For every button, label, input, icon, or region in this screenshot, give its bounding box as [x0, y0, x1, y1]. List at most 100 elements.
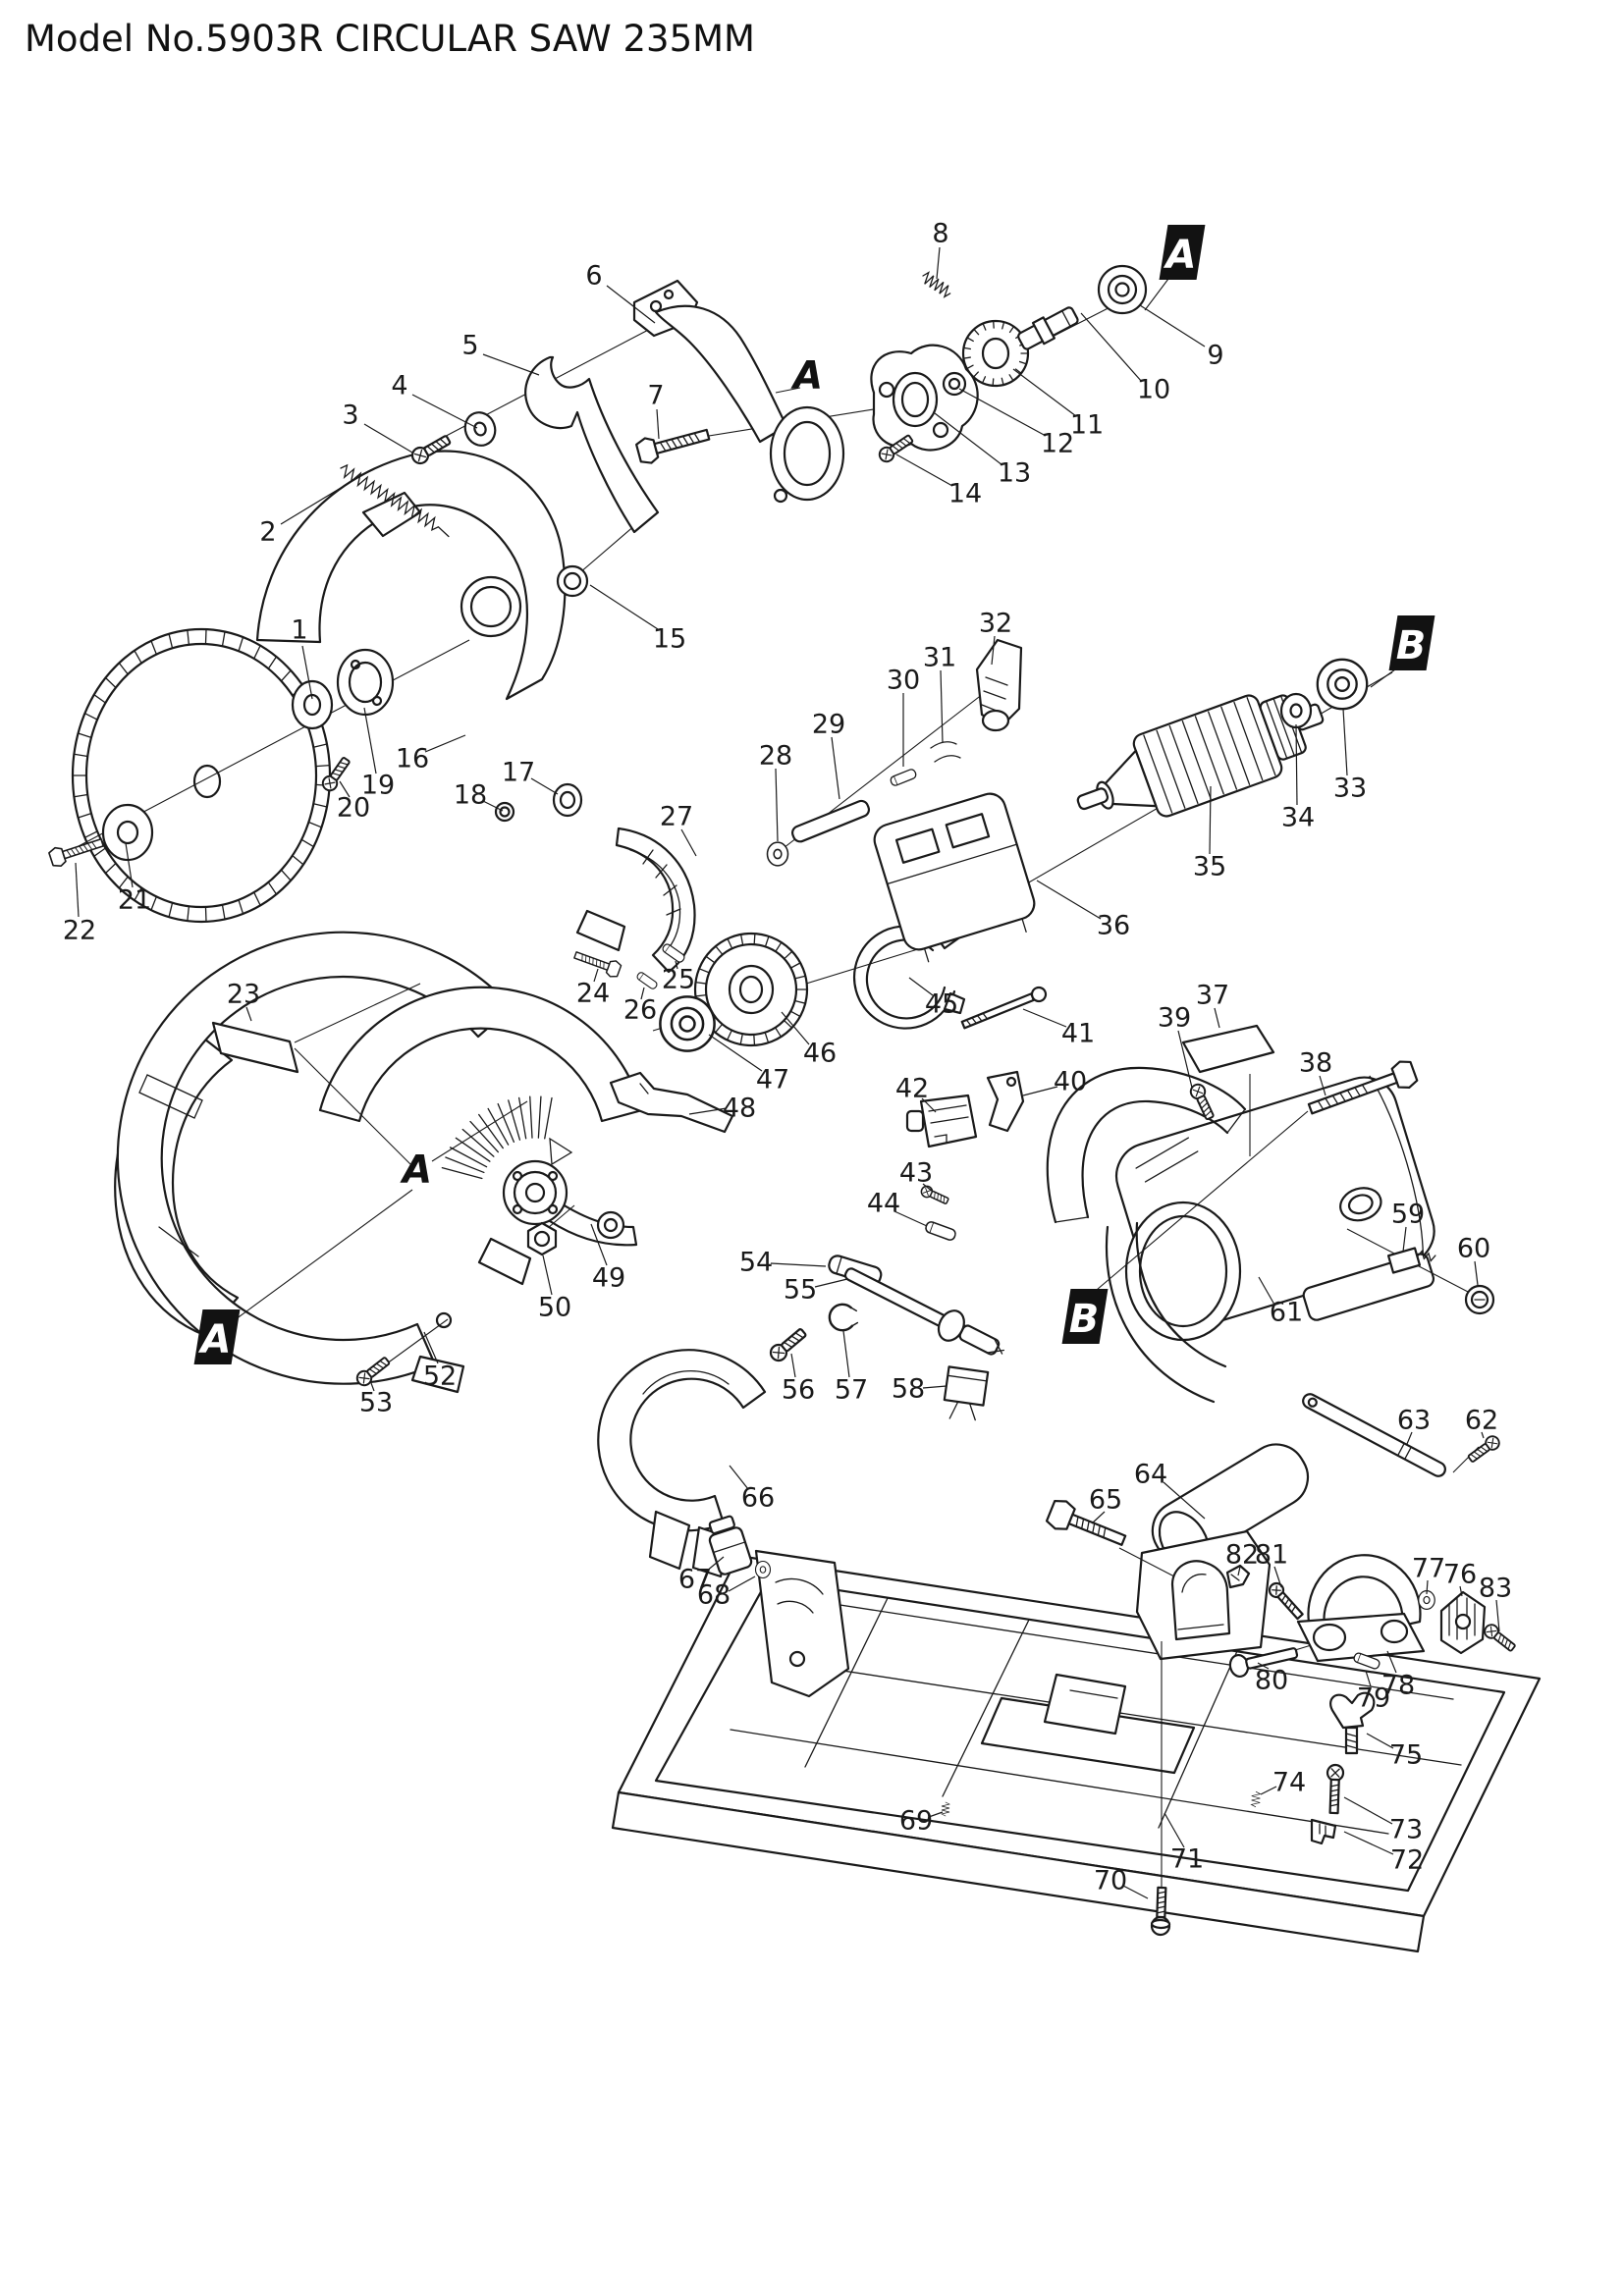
screw-81	[1268, 1581, 1304, 1621]
depth-guide-27	[575, 827, 696, 974]
part-callout-62: 62	[1465, 1406, 1498, 1436]
rod-63	[1302, 1393, 1446, 1477]
tension-spring	[340, 463, 450, 538]
part-callout-23: 23	[227, 980, 260, 1010]
part-callout-18: 18	[454, 780, 487, 811]
view-marker-box-A-0: A	[1159, 225, 1206, 280]
part-callout-25: 25	[662, 965, 695, 995]
part-callout-29: 29	[812, 710, 845, 740]
part-callout-57: 57	[835, 1375, 868, 1406]
leader-line-25	[675, 960, 678, 970]
washer-28	[766, 841, 789, 867]
leader-line-65	[1091, 1511, 1106, 1524]
clips-31	[930, 741, 961, 763]
leader-line-82	[1237, 1566, 1241, 1576]
part-callout-42: 42	[895, 1074, 929, 1104]
bearing-15	[556, 564, 589, 598]
clip-72	[1310, 1818, 1337, 1845]
part-callout-26: 26	[623, 995, 657, 1026]
part-callout-74: 74	[1272, 1768, 1306, 1798]
part-callout-37: 37	[1196, 981, 1229, 1011]
leader-line-79	[1365, 1670, 1372, 1687]
knob-67	[708, 1515, 753, 1575]
part-callout-67: 67	[678, 1565, 712, 1595]
part-callout-58: 58	[892, 1374, 925, 1405]
leader-line-37	[1214, 1007, 1220, 1029]
part-callout-27: 27	[660, 802, 693, 832]
page-title: Model No.5903R CIRCULAR SAW 235MM	[25, 18, 755, 60]
leader-line-55	[814, 1278, 848, 1288]
screw-56	[766, 1324, 810, 1365]
part-callout-10: 10	[1137, 375, 1170, 405]
rear-handle	[1135, 1443, 1310, 1661]
part-callout-72: 72	[1390, 1845, 1424, 1876]
leader-line-41	[1022, 1008, 1067, 1028]
screw-70	[1150, 1886, 1171, 1937]
part-callout-3: 3	[342, 400, 358, 431]
helical-gear	[961, 319, 1030, 388]
leader-line-1	[301, 645, 313, 700]
leader-line-2	[280, 484, 347, 525]
part-callout-80: 80	[1255, 1666, 1288, 1696]
svg-text:B: B	[1396, 623, 1427, 668]
switch-42	[905, 1094, 978, 1148]
view-marker-A-1: A	[400, 1148, 432, 1193]
part-callout-35: 35	[1193, 852, 1226, 882]
leader-line-71	[1164, 1812, 1185, 1848]
saw-blade	[71, 627, 332, 924]
part-callout-69: 69	[899, 1806, 933, 1837]
leader-line-53	[370, 1382, 375, 1392]
leader-line-22	[75, 862, 80, 918]
leader-line-76	[1459, 1585, 1463, 1597]
leader-line-8	[936, 246, 941, 280]
brush-59	[1386, 1247, 1436, 1274]
bolt-24	[571, 946, 623, 980]
view-marker-box-B-1: B	[1388, 615, 1435, 670]
leader-line-36	[1036, 880, 1102, 920]
spindle-shaft	[1017, 306, 1079, 350]
leader-line-72	[1343, 1831, 1394, 1855]
leader-line-20	[339, 780, 351, 798]
bolt-38	[1307, 1060, 1419, 1115]
bolt-65	[1045, 1499, 1127, 1546]
bearing-33	[1316, 658, 1369, 711]
leader-line-39	[1177, 1030, 1193, 1089]
pin-74	[1250, 1790, 1262, 1808]
view-marker-A-0: A	[790, 354, 823, 399]
leader-line-66	[729, 1465, 749, 1490]
part-callout-17: 17	[502, 758, 535, 788]
part-callout-44: 44	[867, 1189, 900, 1219]
leader-line-21	[125, 842, 134, 888]
ring-12	[942, 371, 967, 397]
leader-line-81	[1273, 1566, 1282, 1588]
leader-line-49	[590, 1223, 608, 1266]
part-callout-63: 63	[1397, 1406, 1431, 1436]
label-sticker-37	[1181, 1024, 1275, 1074]
part-callout-79: 79	[1357, 1683, 1390, 1714]
part-callout-81: 81	[1255, 1540, 1288, 1571]
washer-68	[754, 1560, 772, 1579]
screw-62	[1465, 1432, 1503, 1466]
hinge-bolt	[634, 421, 713, 467]
part-callout-60: 60	[1457, 1234, 1490, 1264]
clip-57	[828, 1303, 859, 1332]
sleeve-30	[889, 767, 918, 788]
leader-line-48	[688, 1107, 728, 1115]
leader-line-15	[589, 584, 659, 630]
part-callout-30: 30	[887, 666, 920, 696]
armature-35	[1076, 694, 1325, 818]
leader-line-24	[593, 968, 599, 983]
svg-text:B: B	[1069, 1297, 1100, 1342]
leader-line-75	[1366, 1733, 1394, 1749]
leader-line-59	[1402, 1226, 1407, 1253]
screw-83	[1481, 1621, 1519, 1655]
part-callout-61: 61	[1270, 1298, 1303, 1328]
leader-line-14	[895, 454, 953, 487]
main-gear-46	[693, 932, 809, 1047]
leader-line-54	[770, 1262, 827, 1267]
washer-4	[459, 406, 502, 452]
part-callout-22: 22	[63, 916, 96, 946]
part-callout-4: 4	[391, 371, 407, 401]
leader-line-12	[958, 388, 1047, 437]
leader-line-9	[1139, 304, 1206, 347]
